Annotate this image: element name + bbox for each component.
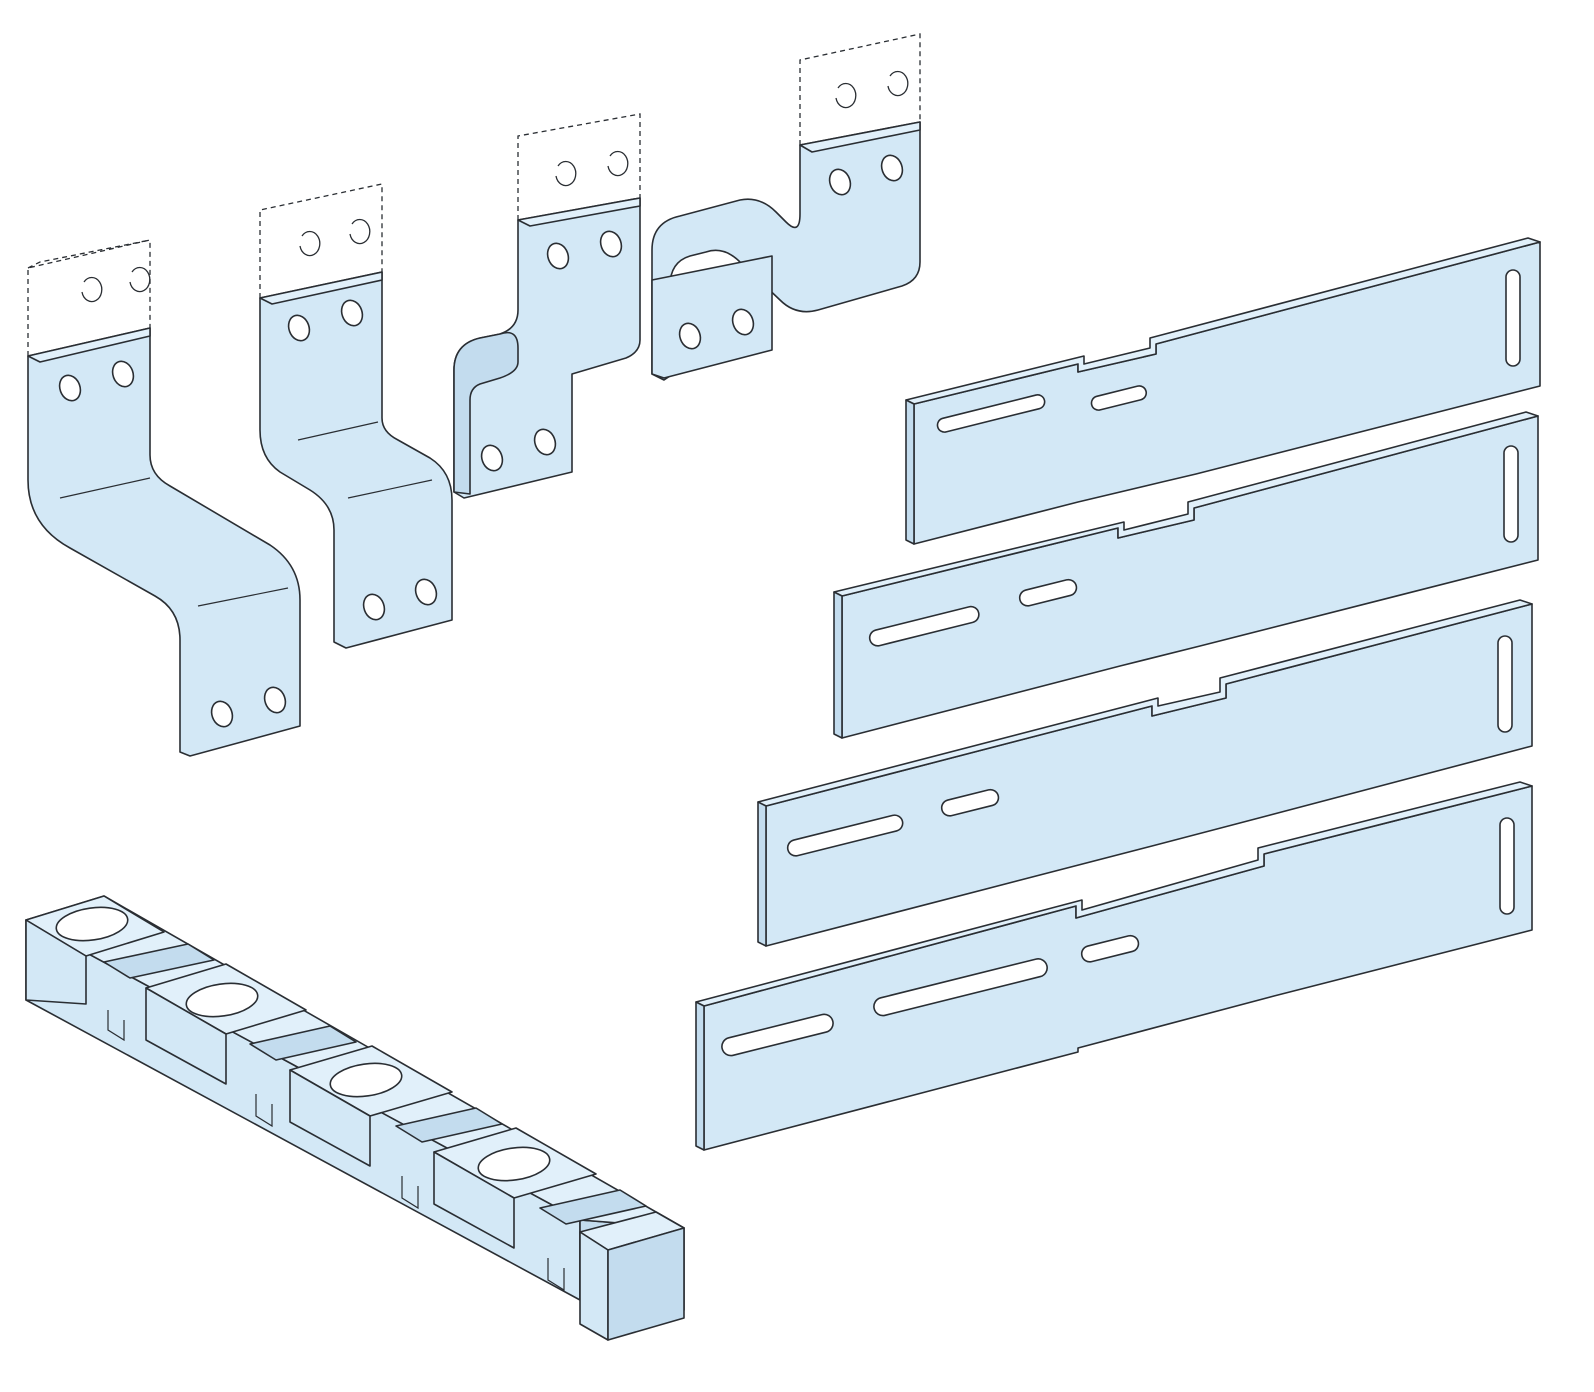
connector-2-hole-bottom-right [414, 578, 438, 606]
end-cap-front [579, 1231, 609, 1341]
slotted-busbar-plate-1 [905, 237, 1541, 545]
connector-4-top-edge [799, 121, 921, 153]
connector-3-ghost-extension [517, 113, 641, 220]
plate-3-slot-short [940, 788, 1000, 817]
connector-3-top-edge [517, 197, 641, 227]
plate-2-slot-long [868, 605, 980, 647]
slotted-busbar-plate-2 [833, 411, 1539, 739]
connector-1-hole-top-left [58, 374, 82, 402]
offset-busbar-connector-3 [453, 113, 641, 499]
connector-4-ghost-hole-right [887, 70, 909, 97]
connector-2-ghost-hole-left [299, 230, 321, 257]
connector-1-top-edge [27, 327, 151, 363]
plate-1-slot-vertical [1505, 269, 1521, 367]
support-block-end-cap [579, 1211, 685, 1341]
end-cap-side [607, 1227, 685, 1341]
connector-2-bend-line-upper [297, 421, 379, 441]
plate-4-slot-center [873, 958, 1048, 1017]
connector-3-ghost-hole-left [555, 160, 577, 187]
support-block-notch-1 [107, 1010, 125, 1042]
groove-3 [395, 1107, 503, 1143]
connector-4-body [651, 121, 921, 381]
support-block-notch-2 [255, 1094, 273, 1128]
busbar-support-block [25, 895, 685, 1341]
boss-3-bore [329, 1062, 403, 1098]
boss-3-front [289, 1069, 371, 1167]
connector-1-ghost-hole-left [81, 276, 103, 303]
plate-2-end-face [833, 591, 843, 739]
connector-4-ghost-extension [799, 33, 921, 145]
plate-4-slot-short [1080, 934, 1140, 963]
connector-1-ghost-depth [27, 239, 151, 269]
boss-1-bore [55, 906, 129, 942]
groove-1 [103, 943, 215, 979]
connector-1-body [27, 327, 301, 757]
connector-2-bend-line-lower [347, 479, 433, 499]
boss-2-front [145, 987, 227, 1085]
plate-1-top-edge [905, 237, 1541, 405]
groove-2 [249, 1025, 357, 1061]
groove-4 [539, 1189, 647, 1225]
connector-2-ghost-extension [259, 183, 383, 298]
connector-2-hole-top-right [340, 299, 364, 327]
connector-1-hole-top-right [111, 360, 135, 388]
offset-busbar-connector-2 [259, 183, 453, 649]
plate-2-slot-short [1018, 578, 1078, 607]
support-block-notch-4 [547, 1258, 565, 1292]
connector-3-hole-top-left [546, 242, 570, 270]
boss-4-front [433, 1151, 515, 1249]
connector-2-hole-top-left [287, 314, 311, 342]
connector-4-ghost-hole-left [835, 82, 857, 109]
plate-3-slot-vertical [1497, 635, 1513, 733]
plate-3-end-face [757, 801, 767, 947]
connector-4-hole-bottom-right [731, 308, 755, 336]
support-block-boss-1 [25, 895, 165, 1005]
connector-4-hole-top-right [880, 154, 904, 182]
plate-4-end-face [695, 1001, 705, 1151]
plate-4-slot-left [721, 1013, 834, 1057]
boss-1-front [25, 919, 87, 1005]
connector-1-bend-line-lower [197, 587, 289, 607]
offset-busbar-connector-1 [27, 239, 301, 757]
connector-3-hole-bottom-left [480, 444, 504, 472]
connector-2-top-edge [259, 271, 383, 305]
connector-4-lower-tab [651, 255, 773, 379]
connector-3-ghost-hole-right [607, 150, 629, 177]
connector-1-hole-bottom-left [210, 700, 234, 728]
offset-busbar-connector-4 [651, 33, 921, 381]
plate-4-top-edge [695, 781, 1533, 1007]
connector-4-hole-top-left [828, 168, 852, 196]
plate-3-top-edge [757, 599, 1533, 807]
plate-2-slot-vertical [1503, 445, 1519, 543]
plate-1-slot-short [1090, 385, 1148, 411]
plate-4-slot-vertical [1499, 817, 1515, 915]
connector-2-hole-bottom-left [362, 593, 386, 621]
slotted-busbar-plate-4 [695, 781, 1533, 1151]
connector-2-body [259, 271, 453, 649]
connector-2-ghost-hole-right [349, 218, 371, 245]
plate-1-slot-long [936, 394, 1046, 433]
boss-4-bore [477, 1146, 551, 1182]
connector-1-hole-bottom-right [263, 686, 287, 714]
plate-2-top-edge [833, 411, 1539, 597]
plate-1-end-face [905, 399, 915, 545]
connector-1-ghost-hole-right [129, 266, 151, 293]
slotted-busbar-plate-3 [757, 599, 1533, 947]
boss-2-bore [185, 982, 259, 1018]
support-block-boss-3 [289, 1045, 453, 1167]
plate-3-slot-long [786, 814, 904, 857]
connector-4-hole-bottom-left [678, 322, 702, 350]
connector-3-hole-bottom-right [533, 428, 557, 456]
connector-3-bend-face [453, 331, 519, 495]
support-block-boss-2 [145, 963, 307, 1085]
support-block-notch-3 [401, 1176, 419, 1210]
connector-3-hole-top-right [599, 230, 623, 258]
connector-1-bend-line-upper [59, 477, 151, 499]
support-block-boss-4 [433, 1127, 597, 1249]
